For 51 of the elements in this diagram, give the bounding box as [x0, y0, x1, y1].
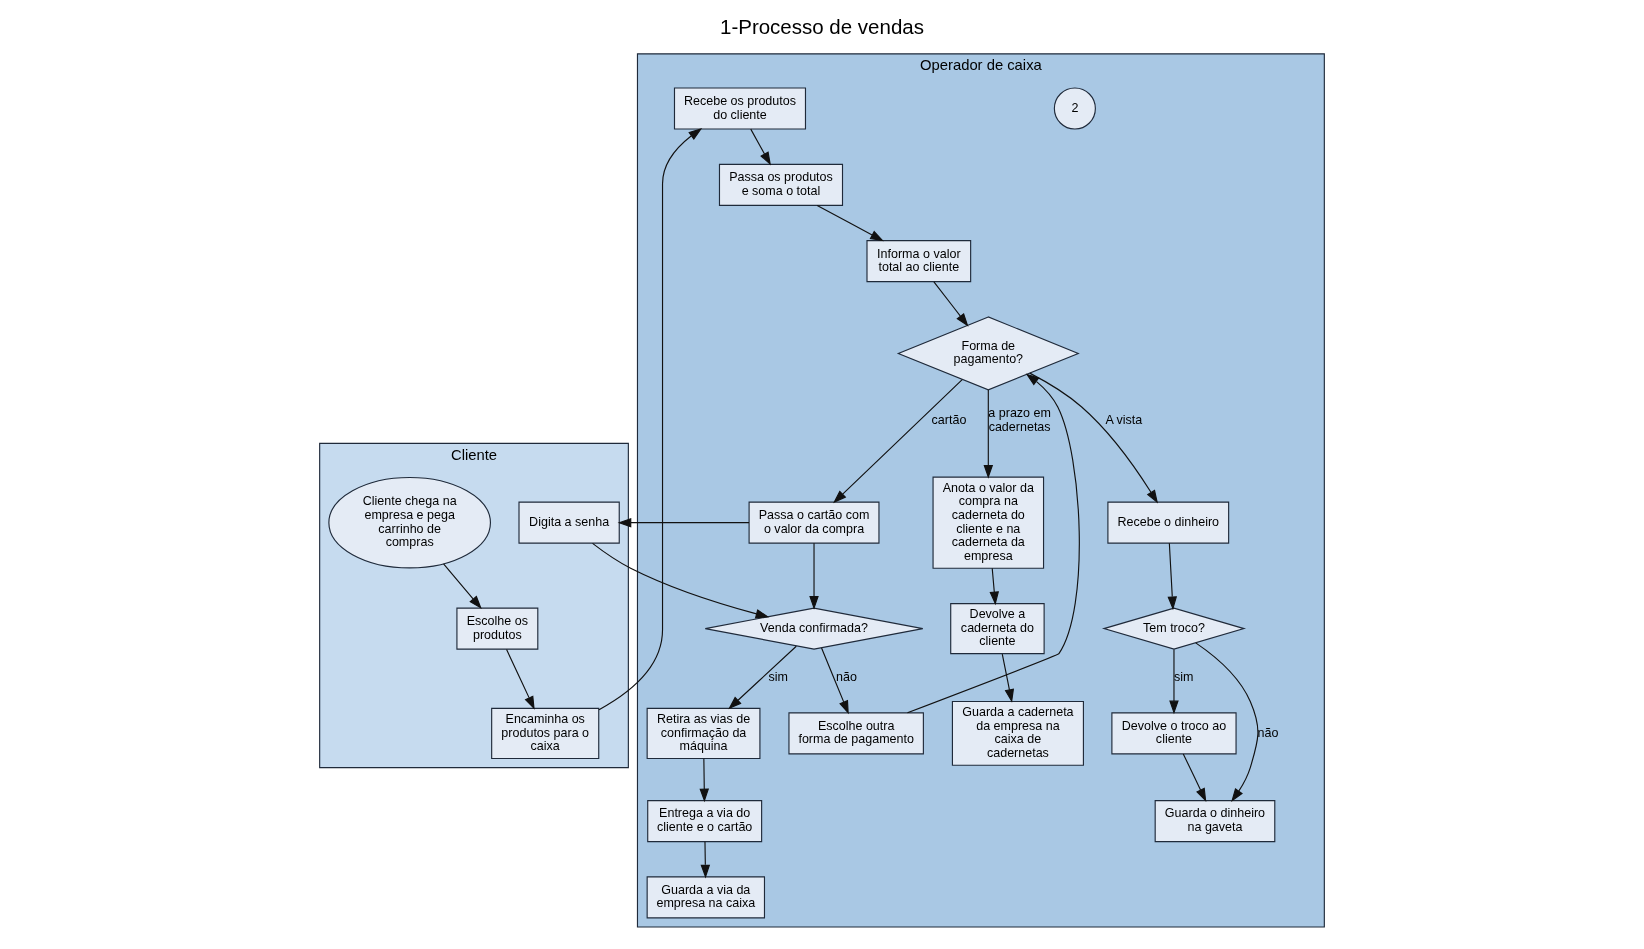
node-box: Passa o cartão com o valor da compra	[748, 501, 880, 544]
node-box: Encaminha os produtos para o caixa	[491, 707, 600, 760]
arrow	[1167, 542, 1178, 611]
node-box: Devolve a caderneta do cliente	[950, 603, 1045, 655]
arrow	[933, 281, 969, 327]
arrow	[443, 563, 482, 610]
edge-label: cartão	[931, 412, 967, 427]
arrow	[506, 648, 535, 710]
node-box: Guarda a via da empresa na caixa	[646, 876, 766, 919]
arrow	[1195, 642, 1259, 802]
arrow	[906, 373, 1080, 714]
arrow	[750, 128, 771, 166]
node-box: Guarda a caderneta da empresa na caixa de cadernetas	[951, 700, 1084, 766]
arrow	[989, 567, 1000, 606]
arrow	[699, 758, 710, 803]
node-box: Entrega a via do cliente e o cartão	[647, 800, 763, 843]
edge-label: sim	[1173, 669, 1194, 684]
arrow	[1029, 372, 1159, 504]
node-box: Anota o valor da compra na caderneta do cliente e na caderneta da empresa	[932, 476, 1045, 569]
arrow	[821, 647, 849, 715]
node-circle: 2	[1053, 87, 1096, 130]
arrow	[816, 204, 884, 242]
arrow	[1169, 648, 1179, 715]
node-diamond: Forma de pagamento?	[896, 316, 1080, 391]
arrow	[728, 645, 797, 710]
arrow	[591, 542, 770, 619]
edge-label: não	[836, 669, 857, 684]
arrow	[700, 841, 711, 879]
node-box: Informa o valor total ao cliente	[866, 240, 972, 283]
edge-label: não	[1257, 725, 1279, 740]
node-box: Recebe os produtos do cliente	[673, 87, 807, 130]
arrow	[1182, 753, 1207, 802]
edge-label: sim	[768, 669, 788, 684]
node-ellipse: Cliente chega na empresa e pega carrinho de compras	[328, 476, 491, 569]
node-box: Digita a senha	[518, 501, 620, 544]
node-box: Devolve o troco ao cliente	[1111, 712, 1237, 755]
node-box: Passa os produtos e soma o total	[718, 163, 844, 206]
node-box: Guarda o dinheiro na gaveta	[1154, 800, 1276, 843]
node-box: Escolhe outra forma de pagamento	[788, 712, 924, 755]
edge-label: A vista	[1105, 412, 1143, 427]
node-box: Recebe o dinheiro	[1107, 501, 1230, 544]
arrow	[617, 517, 750, 528]
arrow	[809, 542, 819, 610]
node-box: Retira as vias de confirmação da máquina	[646, 707, 761, 760]
arrow	[833, 379, 963, 504]
arrow	[1001, 653, 1015, 703]
arrow	[983, 389, 994, 479]
node-diamond: Tem troco?	[1101, 607, 1246, 650]
node-box: Escolhe os produtos	[456, 607, 539, 650]
diagram-title: 1-Processo de vendas	[720, 14, 924, 38]
arrow	[598, 128, 703, 711]
